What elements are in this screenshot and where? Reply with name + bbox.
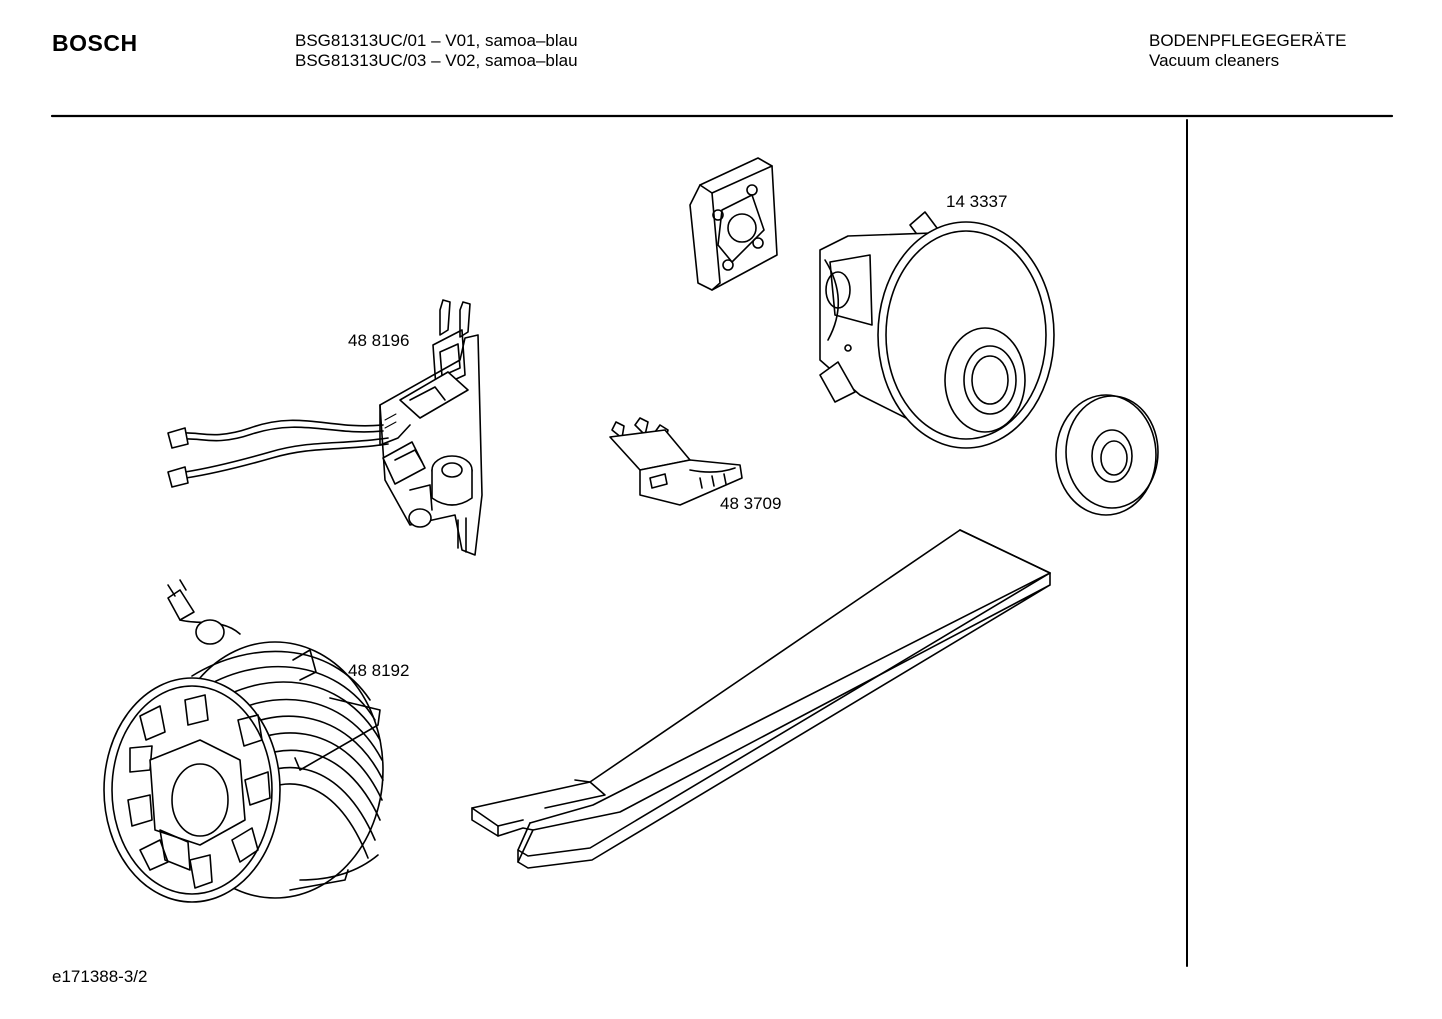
model-list: BSG81313UC/01 – V01, samoa–blau BSG81313… xyxy=(295,31,578,71)
switch-board-part xyxy=(167,299,483,556)
category-block: BODENPFLEGEGERÄTE Vacuum cleaners xyxy=(1149,31,1346,71)
model-line-2: BSG81313UC/03 – V02, samoa–blau xyxy=(295,51,578,70)
motor-part xyxy=(819,211,1055,449)
cable-reel-part xyxy=(103,579,384,903)
model-line-1: BSG81313UC/01 – V01, samoa–blau xyxy=(295,31,578,50)
part-label-cable-reel: 48 8192 xyxy=(348,661,410,680)
connector-part xyxy=(609,417,743,506)
part-label-motor: 14 3337 xyxy=(946,192,1008,211)
part-label-switch-board: 48 8196 xyxy=(348,331,410,350)
document-id: e171388-3/2 xyxy=(52,967,148,986)
bosch-logo: BOSCH xyxy=(52,30,138,56)
seal-ring-part xyxy=(1055,394,1159,516)
part-label-connector: 48 3709 xyxy=(720,494,782,513)
filter-strip-part xyxy=(471,529,1051,869)
category-en: Vacuum cleaners xyxy=(1149,51,1280,70)
category-de: BODENPFLEGEGERÄTE xyxy=(1149,31,1347,50)
motor-mount-part xyxy=(689,157,778,291)
